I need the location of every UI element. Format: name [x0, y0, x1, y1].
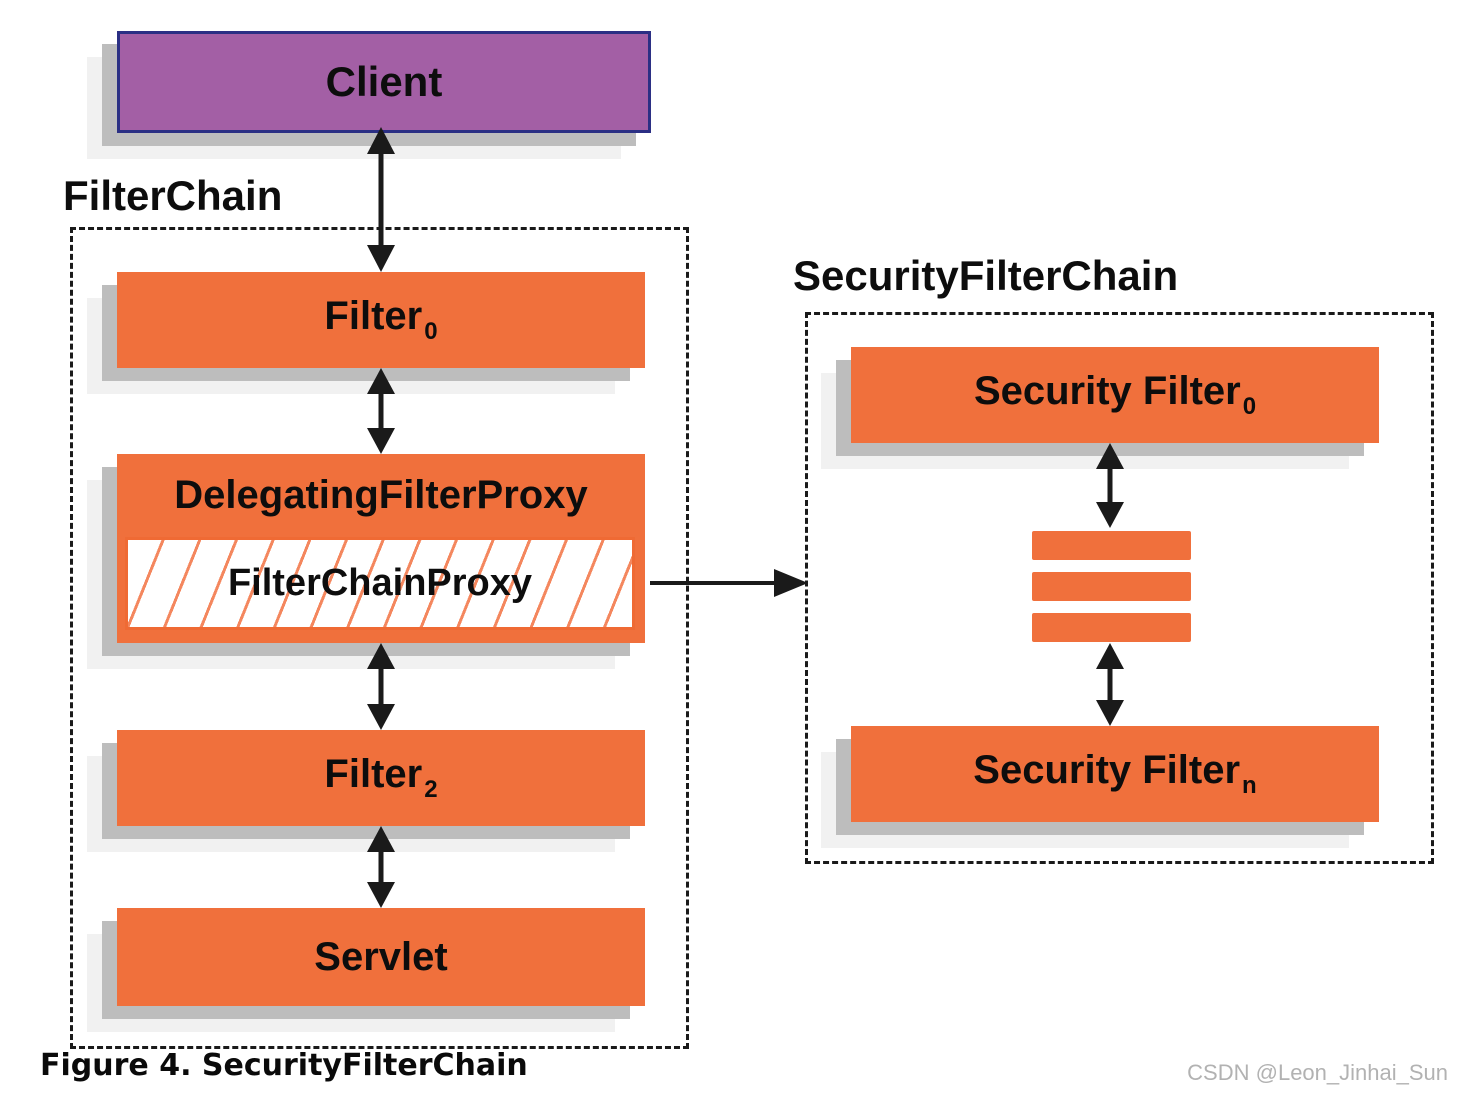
- filter2-label: Filter2: [324, 751, 438, 804]
- figure-caption: Figure 4. SecurityFilterChain: [40, 1048, 528, 1083]
- arrow-client-filter0-icon: [367, 127, 395, 272]
- security-filtern-label: Security Filtern: [973, 747, 1257, 800]
- security-filter0-subscript: 0: [1242, 393, 1257, 421]
- servlet-node: Servlet: [117, 908, 645, 1006]
- security-filter0-label: Security Filter0: [973, 368, 1257, 421]
- securityfilterchain-title: SecurityFilterChain: [793, 252, 1179, 299]
- arrow-filter2-servlet-icon: [367, 826, 395, 908]
- arrow-proxy-securityfilterchain-icon: [650, 569, 808, 597]
- filter0-subscript: 0: [424, 318, 438, 346]
- arrow-secfilter0-bars-icon: [1096, 443, 1124, 528]
- watermark: CSDN @Leon_Jinhai_Sun: [1187, 1060, 1448, 1085]
- security-filtern-node: Security Filtern: [851, 726, 1379, 822]
- ellipsis-bar: [1032, 572, 1191, 601]
- filterchain-title: FilterChain: [63, 172, 283, 219]
- filter-chain-proxy-node: FilterChainProxy: [125, 537, 635, 630]
- filter2-node: Filter2: [117, 730, 645, 826]
- servlet-label: Servlet: [314, 935, 448, 979]
- ellipsis-bar: [1032, 531, 1191, 560]
- delegating-filter-proxy-node: DelegatingFilterProxy FilterChainProxy: [117, 454, 645, 643]
- delegating-filter-proxy-label: DelegatingFilterProxy: [174, 473, 588, 517]
- securityfilterchain-container: [805, 312, 1434, 864]
- security-filtern-subscript: n: [1242, 772, 1257, 800]
- arrow-proxy-filter2-icon: [367, 643, 395, 730]
- client-node: Client: [117, 31, 651, 133]
- filter0-label: Filter0: [324, 293, 438, 346]
- security-filter0-node: Security Filter0: [851, 347, 1379, 443]
- arrow-filter0-delegating-icon: [367, 368, 395, 454]
- arrow-bars-secfiltern-icon: [1096, 643, 1124, 726]
- filter0-node: Filter0: [117, 272, 645, 368]
- filter2-subscript: 2: [424, 776, 438, 804]
- client-label: Client: [325, 58, 443, 105]
- ellipsis-bar: [1032, 613, 1191, 642]
- filter-chain-proxy-label: FilterChainProxy: [227, 562, 533, 604]
